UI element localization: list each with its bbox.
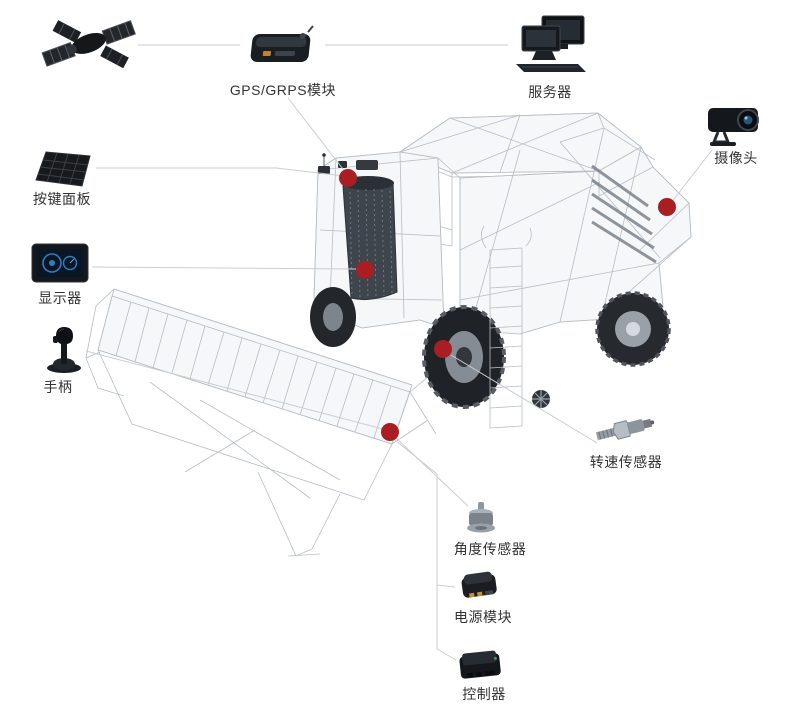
- speed-sensor-label: 转速传感器: [589, 454, 663, 470]
- connector-angle-sensor: [394, 436, 469, 507]
- connector-joystick-machine: [85, 350, 384, 430]
- power-module-label: 电源模块: [454, 609, 512, 625]
- gps-module-label: GPS/GRPS模块: [229, 82, 337, 98]
- connector-bottom-modules: [389, 435, 457, 661]
- controller-icon: [456, 646, 504, 684]
- header-platform: [85, 288, 447, 557]
- connector-power-module: [436, 584, 456, 588]
- connector-speed-sensor: [450, 354, 598, 444]
- joystick-icon: [42, 324, 86, 374]
- speed-sensor-icon: [594, 408, 658, 450]
- gps-module-icon: [240, 24, 325, 70]
- connector-keypad-machine: [96, 167, 345, 177]
- marker-header: [381, 423, 399, 441]
- marker-body-right: [658, 198, 676, 216]
- wheels: [310, 287, 671, 409]
- power-module-icon: [456, 566, 502, 604]
- side-vents: [591, 164, 657, 264]
- ladder: [481, 225, 532, 429]
- connector-gps-machine: [287, 97, 347, 174]
- camera-label: 摄像头: [714, 150, 758, 166]
- marker-cab: [339, 169, 357, 187]
- camera-icon: [704, 102, 768, 150]
- server-label: 服务器: [528, 84, 572, 100]
- marker-grille: [356, 261, 374, 279]
- controller-label: 控制器: [462, 686, 506, 702]
- marker-wheel: [434, 340, 452, 358]
- keypad-icon: [30, 146, 94, 188]
- satellite-icon: [40, 6, 140, 78]
- server-icon: [508, 14, 592, 76]
- keypad-label: 按键面板: [33, 191, 91, 207]
- drive-sprocket: [532, 390, 550, 408]
- display-label: 显示器: [38, 290, 82, 306]
- connector-lines: [85, 44, 713, 661]
- connector-camera-machine: [670, 149, 713, 204]
- joystick-label: 手柄: [43, 379, 73, 395]
- display-icon: [30, 242, 90, 286]
- connector-display-machine: [91, 266, 357, 270]
- angle-sensor-icon: [460, 500, 502, 538]
- install-markers: [339, 169, 676, 441]
- angle-sensor-label: 角度传感器: [453, 541, 527, 557]
